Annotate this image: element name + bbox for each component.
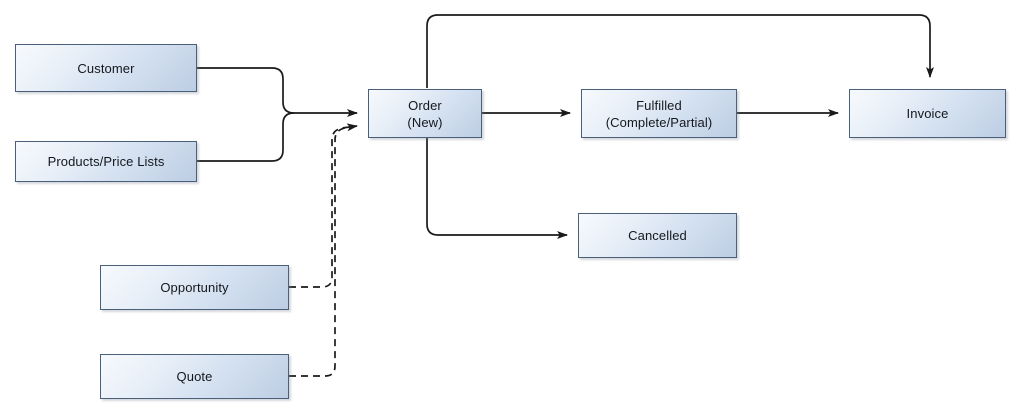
node-products-price-lists-label: Products/Price Lists	[47, 154, 165, 169]
node-invoice-label: Invoice	[906, 106, 949, 121]
node-opportunity[interactable]: Opportunity	[100, 265, 289, 310]
node-invoice[interactable]: Invoice	[849, 89, 1006, 138]
node-order-new[interactable]: Order (New)	[368, 89, 482, 138]
edge-order-to-invoice	[426, 14, 934, 88]
edge-customer-to-order	[197, 67, 358, 117]
edge-order-to-cancelled	[426, 138, 568, 239]
edge-products-to-order	[197, 112, 295, 162]
edge-opportunity-to-order	[289, 123, 358, 288]
node-customer[interactable]: Customer	[15, 44, 197, 92]
node-opportunity-label: Opportunity	[160, 280, 229, 295]
node-customer-label: Customer	[77, 60, 135, 76]
node-quote[interactable]: Quote	[100, 354, 289, 399]
node-fulfilled[interactable]: Fulfilled (Complete/Partial)	[581, 89, 737, 138]
node-fulfilled-label: Fulfilled (Complete/Partial)	[605, 97, 713, 130]
edge-quote-to-order	[289, 127, 346, 377]
node-cancelled-label: Cancelled	[628, 228, 687, 243]
node-cancelled[interactable]: Cancelled	[578, 213, 737, 258]
node-quote-label: Quote	[176, 369, 213, 384]
node-order-new-label: Order (New)	[407, 97, 443, 130]
node-products-price-lists[interactable]: Products/Price Lists	[15, 141, 197, 182]
